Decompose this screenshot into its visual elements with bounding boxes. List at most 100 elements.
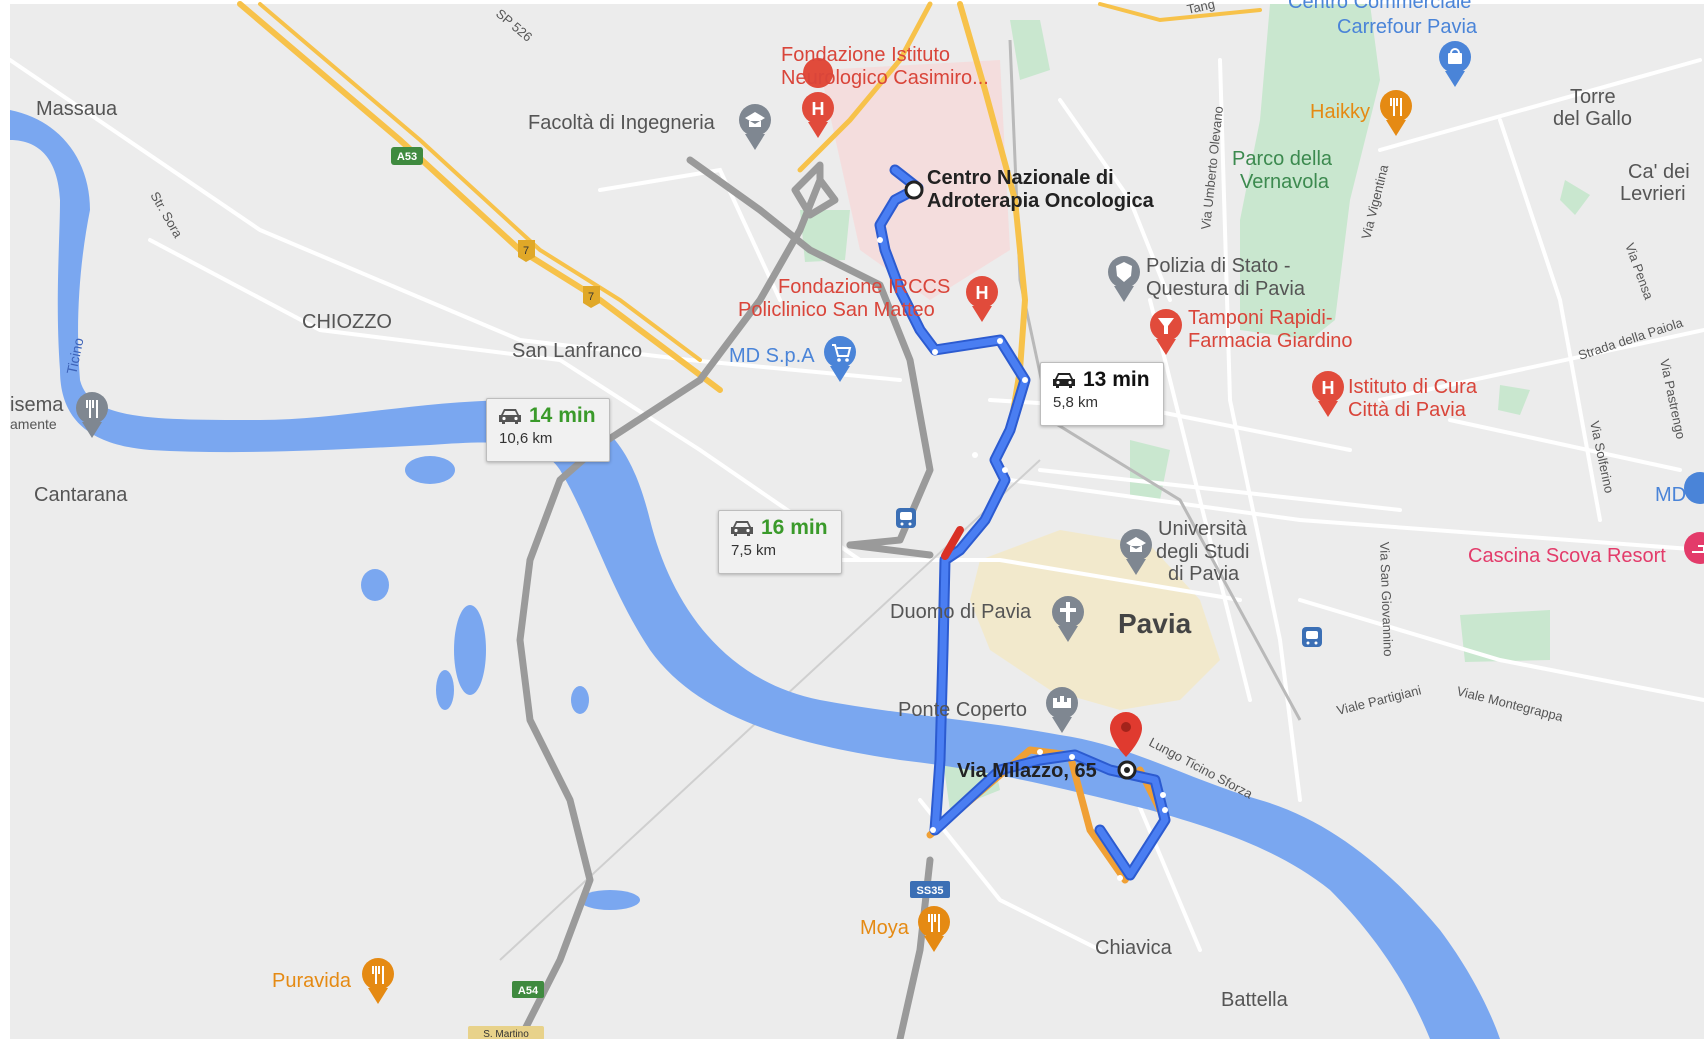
svg-text:SS35: SS35 — [917, 885, 944, 897]
poi-tamponi[interactable]: Tamponi Rapidi- Farmacia Giardino — [1188, 307, 1353, 352]
route-vertices — [877, 237, 1168, 881]
svg-text:Città di Pavia: Città di Pavia — [1348, 399, 1467, 421]
highways — [237, 1, 1262, 433]
svg-text:Polizia di Stato -: Polizia di Stato - — [1146, 255, 1291, 277]
origin-label[interactable]: Centro Nazionale di Adroterapia Oncologi… — [927, 167, 1155, 212]
landmark-icon[interactable] — [1046, 687, 1078, 733]
park-small-6 — [1560, 180, 1590, 215]
svg-text:isema: isema — [10, 394, 64, 416]
train-station-icon[interactable] — [896, 508, 916, 528]
route-time: 16 min — [761, 516, 828, 539]
poi-universita[interactable]: Università degli Studi di Pavia — [1156, 518, 1249, 585]
svg-text:Centro Nazionale di: Centro Nazionale di — [927, 167, 1114, 189]
svg-text:S. Martino: S. Martino — [483, 1029, 529, 1039]
place-chiavica: Chiavica — [1095, 937, 1173, 959]
road-shield-a53: A53 — [391, 147, 423, 165]
restaurant-icon[interactable] — [1380, 90, 1412, 136]
restaurant-icon[interactable] — [362, 958, 394, 1004]
place-parco-2: Vernavola — [1240, 171, 1330, 193]
ponds — [361, 456, 640, 910]
svg-text:Questura di Pavia: Questura di Pavia — [1146, 278, 1306, 300]
shopping-icon[interactable] — [1684, 472, 1704, 504]
poi-ponte-coperto[interactable]: Ponte Coperto — [898, 699, 1027, 721]
destination-marker[interactable] — [1117, 760, 1137, 780]
car-icon — [731, 521, 753, 536]
university-icon[interactable] — [739, 104, 771, 150]
place-cadei-2: Levrieri — [1620, 183, 1686, 205]
restaurant-icon[interactable] — [918, 906, 950, 952]
poi-md-spa[interactable]: MD S.p.A — [729, 345, 815, 367]
place-cantarana: Cantarana — [34, 484, 128, 506]
park-small-7 — [1498, 385, 1530, 415]
place-massaua: Massaua — [36, 98, 118, 120]
poi-fondazione-istituto[interactable]: Fondazione Istituto Neurologico Casimiro… — [781, 44, 989, 89]
svg-text:Policlinico San Matteo: Policlinico San Matteo — [738, 299, 935, 321]
hospital-icon[interactable]: H — [966, 276, 998, 322]
svg-text:Adroterapia Oncologica: Adroterapia Oncologica — [927, 190, 1155, 212]
svg-text:7: 7 — [588, 291, 594, 303]
poi-md-right[interactable]: MD — [1655, 484, 1686, 506]
place-pavia: Pavia — [1118, 608, 1192, 639]
hotel-icon[interactable] — [1684, 532, 1704, 564]
poi-polizia[interactable]: Polizia di Stato - Questura di Pavia — [1146, 255, 1306, 300]
hospital-icon[interactable]: H — [802, 58, 834, 138]
park-small-1 — [1010, 20, 1050, 80]
road-shield-a54: A54 — [512, 981, 544, 998]
svg-text:Tamponi Rapidi-: Tamponi Rapidi- — [1188, 307, 1333, 329]
car-icon — [1053, 373, 1075, 388]
route-distance: 10,6 km — [499, 430, 553, 447]
poi-puravida[interactable]: Puravida — [272, 970, 352, 992]
place-battella: Battella — [1221, 989, 1289, 1011]
svg-text:Neurologico Casimiro...: Neurologico Casimiro... — [781, 67, 989, 89]
police-icon[interactable] — [1108, 256, 1140, 302]
poi-haikky[interactable]: Haikky — [1310, 101, 1370, 123]
route-time: 13 min — [1083, 368, 1150, 391]
svg-text:Fondazione IRCCS: Fondazione IRCCS — [778, 276, 950, 298]
place-parco-1: Parco della — [1232, 148, 1333, 170]
svg-text:A53: A53 — [397, 151, 417, 163]
road-shield-s-martino: S. Martino — [468, 1026, 544, 1039]
svg-text:7: 7 — [523, 245, 529, 257]
poi-cascina[interactable]: Cascina Scova Resort — [1468, 545, 1666, 567]
svg-text:H: H — [976, 283, 989, 303]
university-icon[interactable] — [1120, 529, 1152, 575]
road-shield-ss35: SS35 — [910, 881, 950, 898]
primary-route — [874, 164, 1171, 881]
svg-text:H: H — [1322, 378, 1335, 398]
origin-marker[interactable] — [904, 180, 924, 200]
svg-text:A54: A54 — [518, 985, 539, 997]
route-distance: 7,5 km — [731, 542, 777, 559]
place-cadei-1: Ca' dei — [1628, 161, 1690, 183]
pharmacy-icon[interactable] — [1150, 309, 1182, 355]
road-shield-7b: 7 — [583, 286, 600, 308]
poi-facolta[interactable]: Facoltà di Ingegneria — [528, 112, 716, 134]
poi-moya[interactable]: Moya — [860, 917, 910, 939]
poi-carrefour[interactable]: Centro Commerciale Carrefour Pavia — [1288, 0, 1478, 38]
route-card-alt-1[interactable]: 14 min 10,6 km — [486, 398, 610, 462]
church-icon[interactable] — [1052, 596, 1084, 642]
route-distance: 5,8 km — [1053, 394, 1099, 411]
svg-text:H: H — [812, 99, 825, 119]
poi-istituto-cura[interactable]: Istituto di Cura Città di Pavia — [1348, 376, 1478, 421]
destination-pin-icon[interactable] — [1110, 712, 1142, 757]
svg-text:Centro Commerciale: Centro Commerciale — [1288, 0, 1471, 13]
svg-text:di Pavia: di Pavia — [1168, 563, 1240, 585]
river-label-ticino: Ticino — [63, 336, 86, 376]
route-card-selected[interactable]: 13 min 5,8 km — [1040, 362, 1164, 426]
poi-duomo[interactable]: Duomo di Pavia — [890, 601, 1032, 623]
route-card-alt-2[interactable]: 16 min 7,5 km — [718, 510, 842, 574]
restaurant-icon[interactable] — [76, 392, 108, 438]
svg-text:Istituto di Cura: Istituto di Cura — [1348, 376, 1478, 398]
svg-text:Università: Università — [1158, 518, 1248, 540]
road-shield-7a: 7 — [518, 240, 535, 262]
poi-san-matteo[interactable]: Fondazione IRCCS Policlinico San Matteo — [738, 276, 950, 321]
hospital-icon[interactable]: H — [1312, 371, 1344, 417]
poi-sema[interactable]: isema amente — [10, 394, 64, 432]
destination-label[interactable]: Via Milazzo, 65 — [957, 760, 1097, 782]
place-torre-1: Torre — [1570, 86, 1616, 108]
park-small-4 — [1460, 610, 1550, 662]
train-station-icon[interactable] — [1302, 627, 1322, 647]
shopping-bag-icon[interactable] — [1439, 41, 1471, 87]
shopping-cart-icon[interactable] — [824, 336, 856, 382]
